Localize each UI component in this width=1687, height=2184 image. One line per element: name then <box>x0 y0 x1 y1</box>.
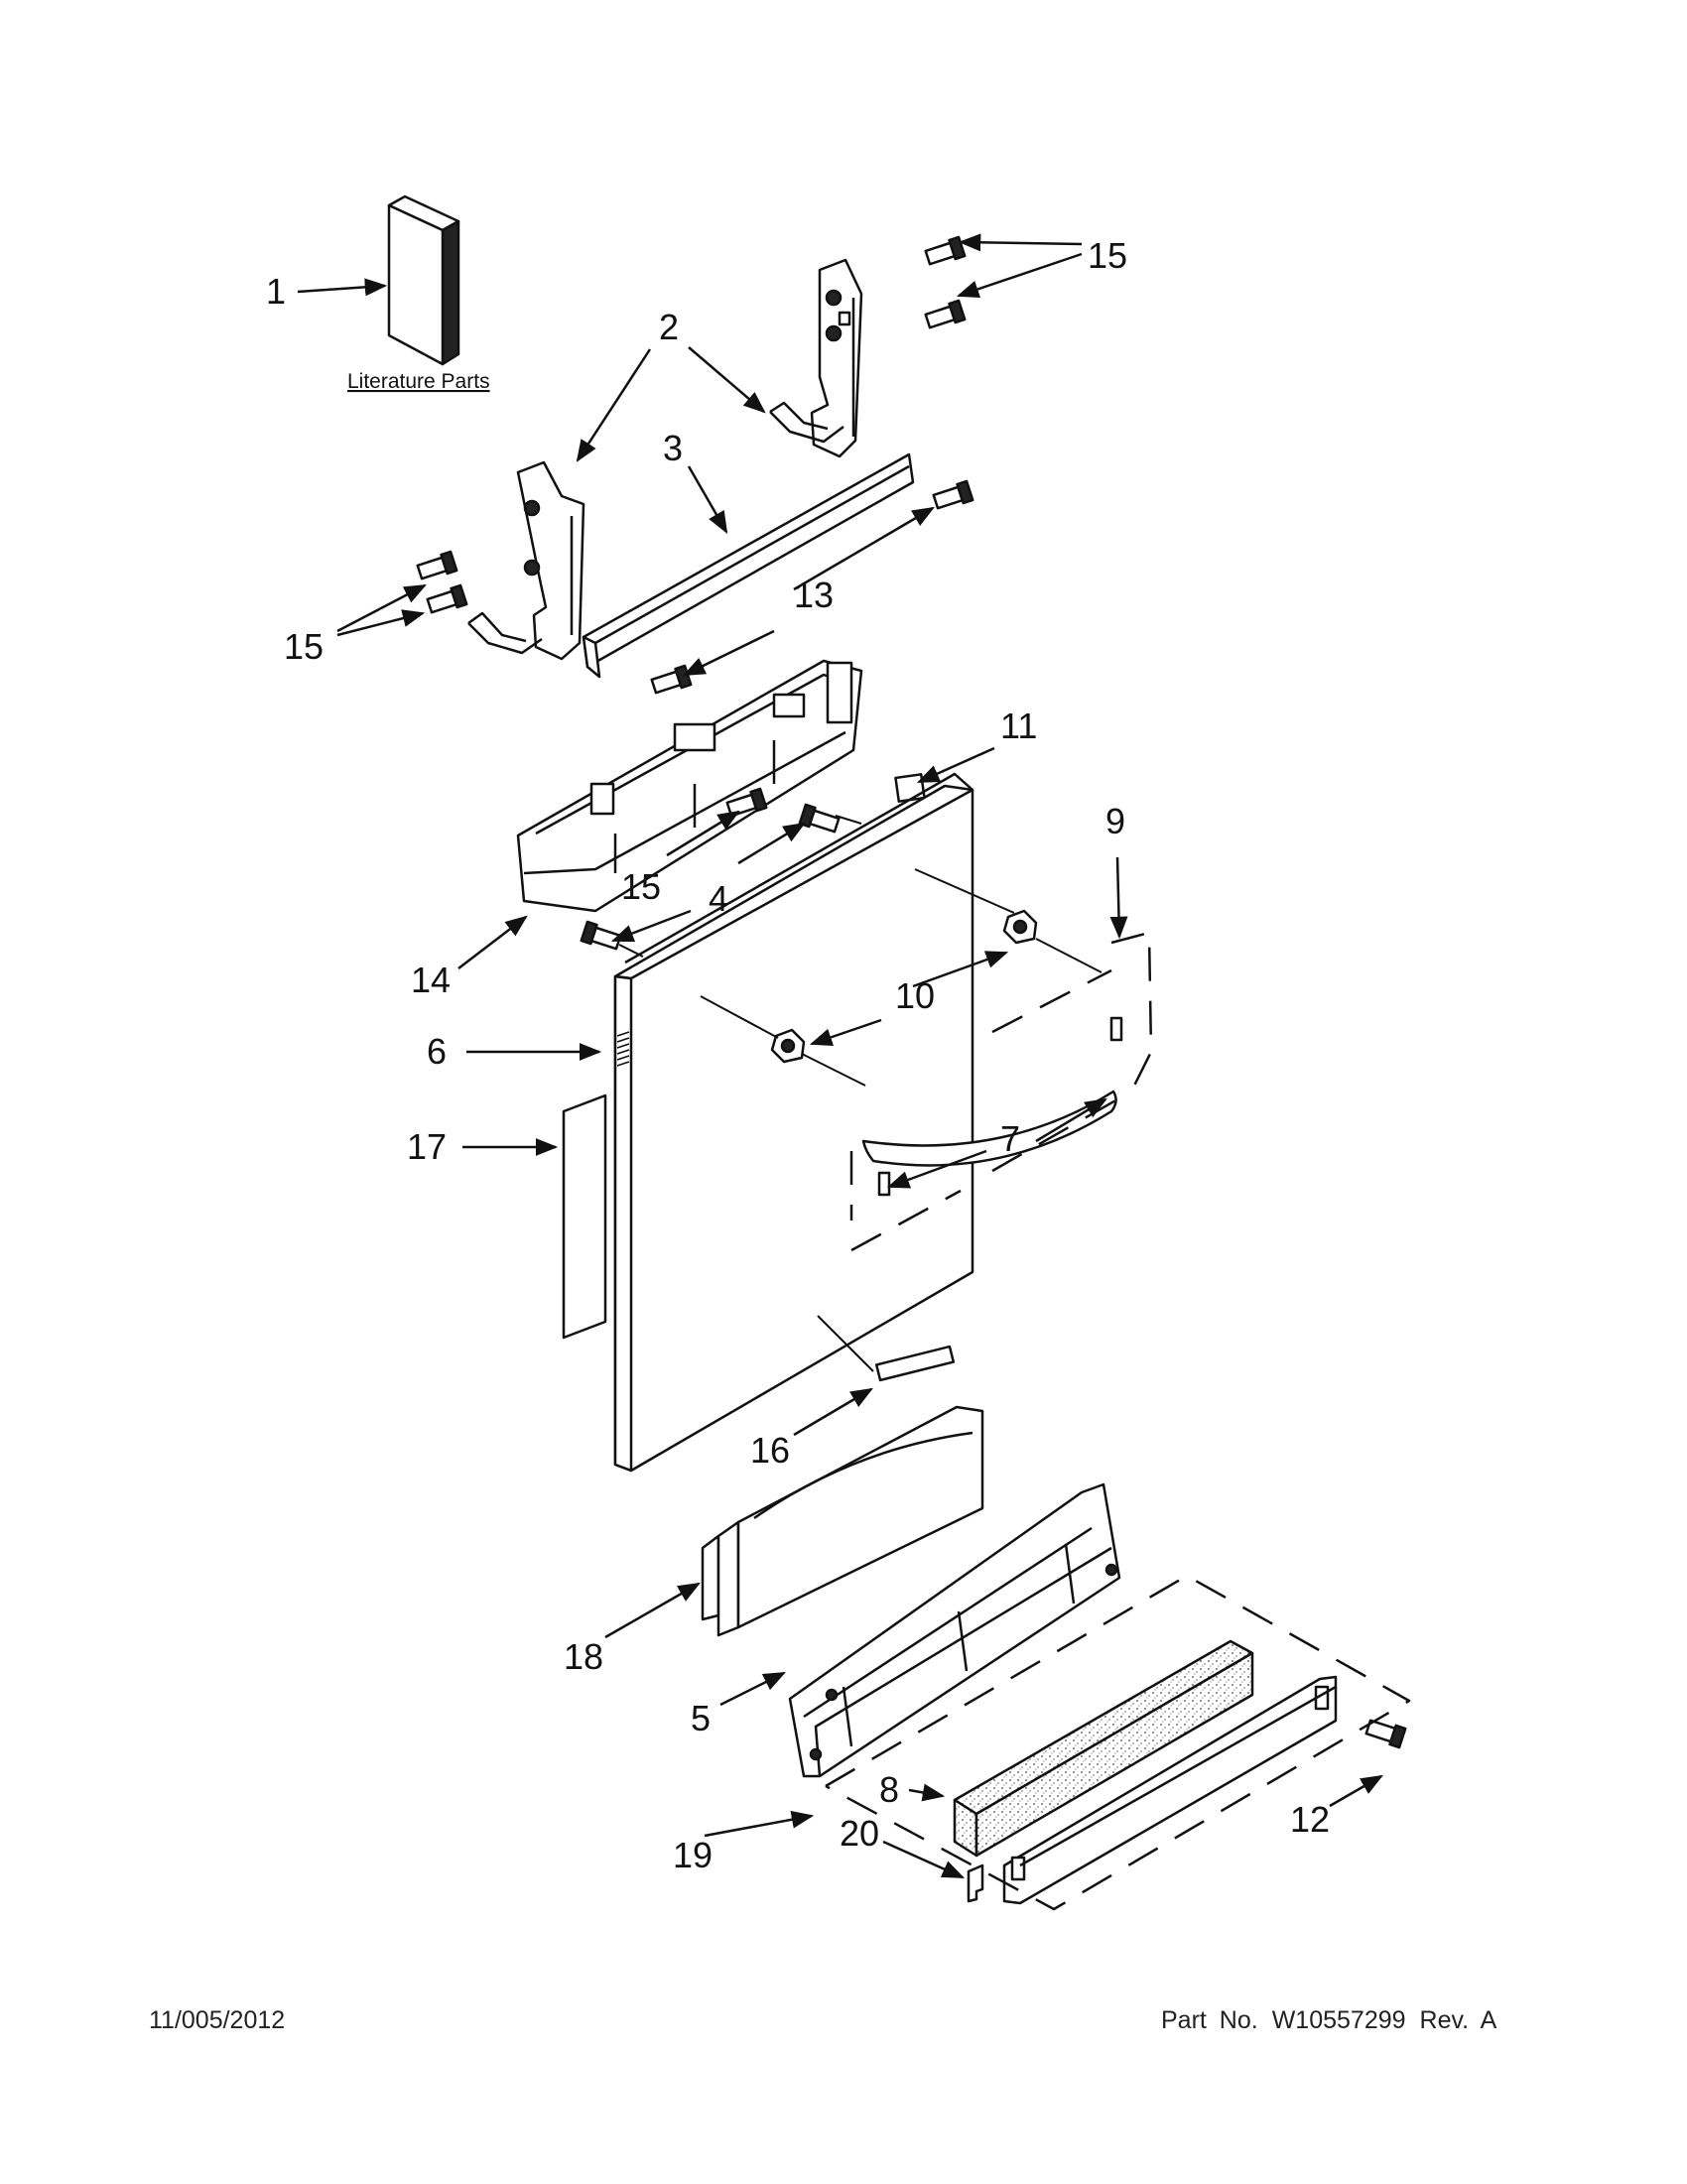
callout-15-left: 15 <box>284 626 324 667</box>
door-top-rail <box>582 452 915 679</box>
literature-parts-label: Literature Parts <box>347 370 490 393</box>
door-seal-strip <box>562 1093 607 1340</box>
screw-15-top-1 <box>924 235 967 266</box>
literature-booklet <box>387 194 460 366</box>
screw-4-lower <box>580 920 622 951</box>
hinge-bracket-right <box>769 258 863 458</box>
callout-19: 19 <box>673 1835 713 1875</box>
handle-endcap-right <box>1002 909 1038 945</box>
part-number-prefix: Part No. <box>1161 2006 1258 2034</box>
callout-7: 7 <box>1000 1118 1020 1159</box>
door-handle <box>861 1090 1117 1167</box>
callout-5: 5 <box>691 1698 711 1738</box>
door-vent-slots <box>616 1031 630 1067</box>
callout-3: 3 <box>663 428 683 468</box>
control-panel-console <box>516 659 863 913</box>
callout-13: 13 <box>794 575 834 615</box>
callout-6: 6 <box>427 1031 447 1072</box>
callout-2: 2 <box>659 307 679 347</box>
part-number-line: Part No. W10557299 Rev. A <box>1161 2006 1510 2035</box>
callout-15-console: 15 <box>621 866 661 907</box>
part-number: W10557299 <box>1271 2006 1406 2034</box>
callout-11: 11 <box>1000 706 1037 746</box>
handle-insert-right <box>1109 1016 1123 1042</box>
foam-insulation-block <box>953 1639 1254 1858</box>
door-clip <box>894 773 926 803</box>
lower-door-frame <box>788 1482 1121 1778</box>
handle-endcap-left <box>770 1028 806 1064</box>
screw-13-right <box>932 479 974 510</box>
revision-label: Rev. A <box>1419 2006 1497 2034</box>
screw-4-upper <box>798 803 841 834</box>
brand-nameplate <box>874 1345 956 1382</box>
hinge-bracket-left <box>467 460 585 661</box>
screw-15-left-2 <box>426 583 468 614</box>
callout-20: 20 <box>840 1813 879 1854</box>
kick-plate-clip <box>967 1863 984 1903</box>
screw-13-left <box>650 664 693 695</box>
callout-9: 9 <box>1105 801 1125 841</box>
callout-14: 14 <box>411 960 451 1000</box>
outer-door-panel <box>613 772 974 1473</box>
callout-8: 8 <box>879 1769 899 1810</box>
callout-12: 12 <box>1290 1799 1330 1840</box>
callout-1: 1 <box>266 271 286 312</box>
handle-insert-left <box>877 1171 891 1197</box>
callout-16: 16 <box>750 1430 790 1471</box>
explosion-lines <box>618 815 1103 1372</box>
handle-kit-dashed-box <box>849 931 1153 1252</box>
screw-12 <box>1364 1719 1407 1749</box>
callout-4: 4 <box>709 878 728 919</box>
lower-access-panel <box>701 1405 984 1637</box>
callout-15-top: 15 <box>1088 235 1127 276</box>
callout-17: 17 <box>407 1126 447 1167</box>
screw-15-left-1 <box>416 550 458 580</box>
callout-10: 10 <box>895 975 935 1016</box>
callout-18: 18 <box>564 1636 603 1677</box>
screw-15-top-2 <box>924 299 967 329</box>
kick-plate-kit-dashed-box <box>825 1574 1411 1911</box>
callout-leader-arrows <box>297 233 1383 1879</box>
revision-date: 11/005/2012 <box>149 2006 286 2034</box>
toe-kick-plate <box>1002 1675 1338 1905</box>
